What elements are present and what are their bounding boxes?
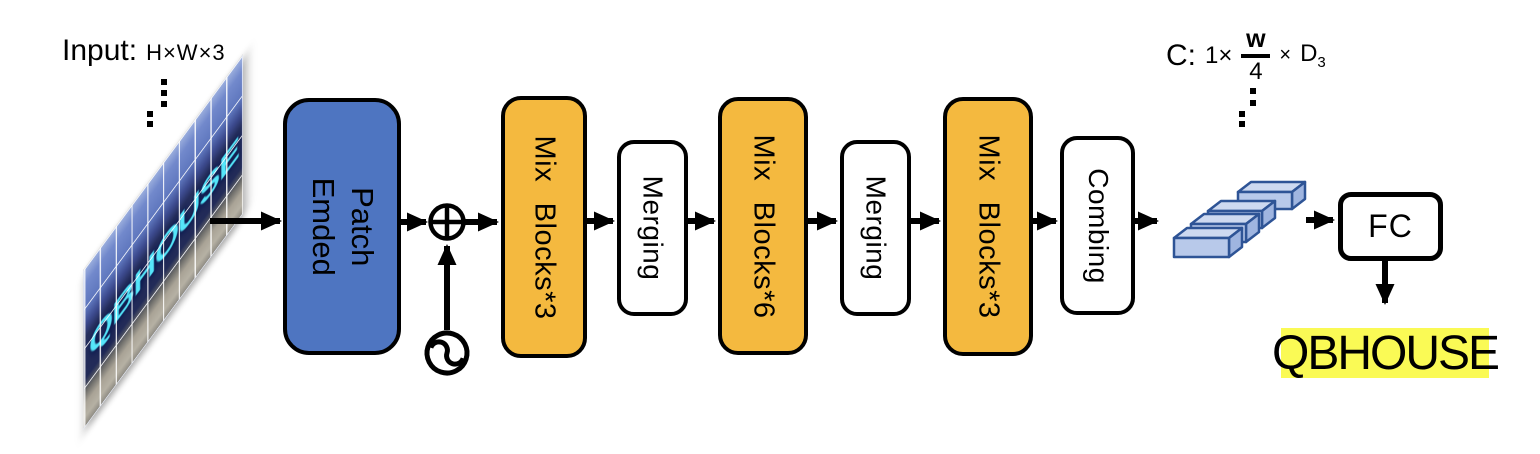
add-icon — [428, 203, 466, 241]
feature-maps-icon — [1172, 180, 1307, 259]
output-text: QBHOUSE — [1271, 326, 1500, 380]
positional-encoding-icon — [424, 330, 470, 376]
patch-embed-label: Patch Emded — [305, 177, 380, 276]
fc-block: FC — [1338, 192, 1443, 261]
merging-2-block: Merging — [840, 140, 911, 316]
combing-label: Combing — [1082, 167, 1114, 284]
c-times: × — [1279, 44, 1292, 67]
w-over-4-fraction: w 4 — [1241, 27, 1271, 84]
input-caption: Input: H×W×3 — [62, 34, 226, 68]
mix-blocks-1-label: Mix Blocks*3 — [528, 135, 561, 319]
input-label: Input: — [62, 34, 138, 67]
mix-blocks-3-block: Mix Blocks*3 — [943, 97, 1033, 356]
merging-1-block: Merging — [617, 140, 688, 316]
combing-block: Combing — [1060, 136, 1135, 315]
fc-label: FC — [1368, 208, 1413, 244]
mix-blocks-2-label: Mix Blocks*6 — [747, 134, 780, 318]
output-dim-caption: C: 1× w 4 × D3 — [1166, 27, 1326, 84]
mix-blocks-1-block: Mix Blocks*3 — [501, 96, 587, 358]
input-shape-label: H×W×3 — [146, 40, 226, 65]
patch-embed-block: Patch Emded — [283, 98, 401, 355]
c-prefix: C: — [1166, 38, 1196, 72]
mix-blocks-2-block: Mix Blocks*6 — [718, 97, 808, 355]
mix-blocks-3-label: Mix Blocks*3 — [972, 134, 1005, 319]
c-one: 1× — [1205, 41, 1233, 69]
c-d3: D3 — [1300, 40, 1326, 72]
feature-map-1 — [1172, 226, 1244, 259]
fraction-bar — [1241, 53, 1271, 58]
merging-1-label: Merging — [637, 175, 669, 281]
merging-2-label: Merging — [860, 175, 892, 281]
